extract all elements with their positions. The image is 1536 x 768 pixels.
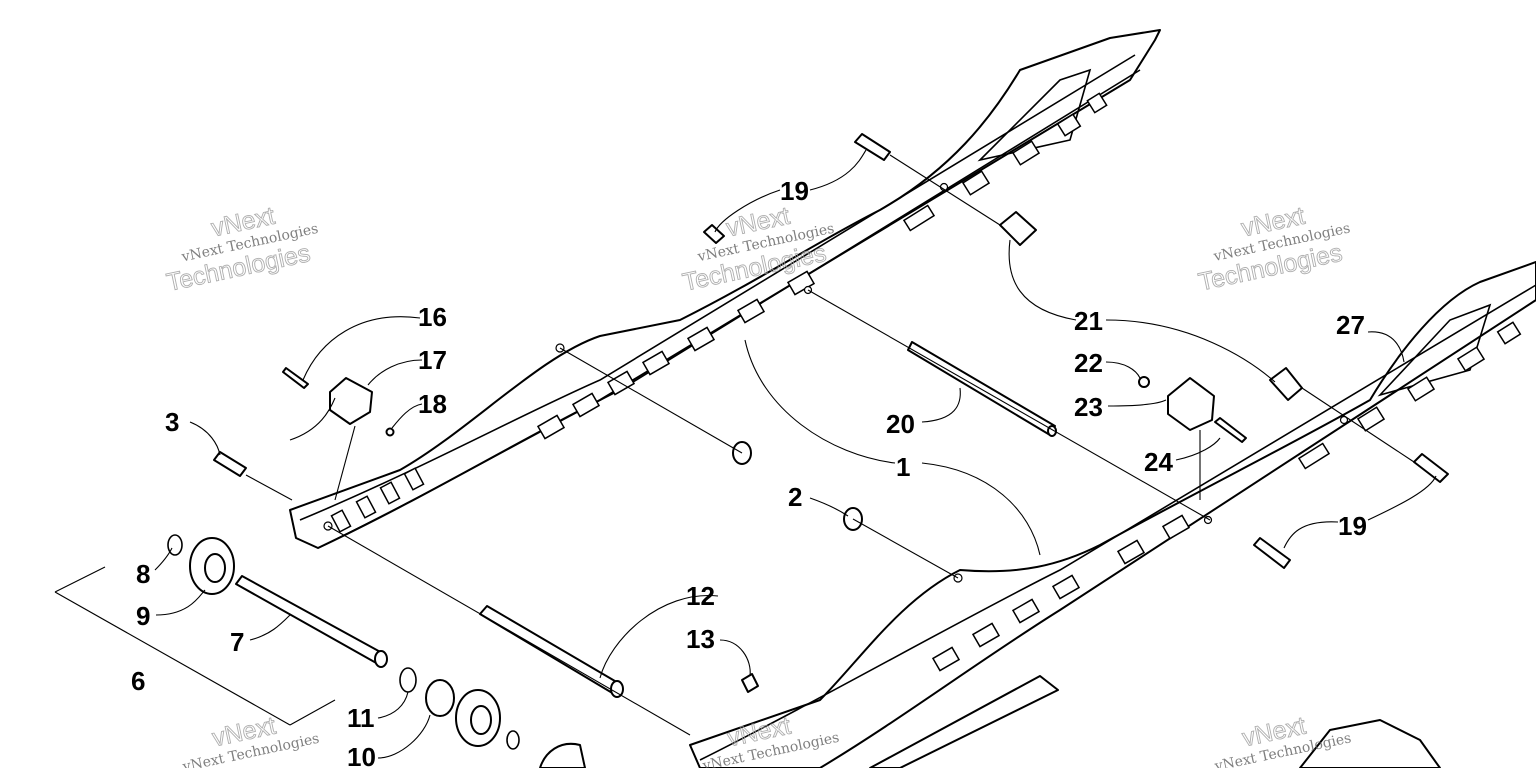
small-nuts — [385, 376, 1150, 693]
right-rail-slots — [931, 321, 1522, 672]
callout-19-right: 19 — [1338, 511, 1367, 541]
bearing-9 — [189, 537, 235, 595]
callout-6: 6 — [131, 666, 145, 696]
watermark-bottom-left: vNext vNext Technologies — [180, 711, 320, 768]
callout-3: 3 — [165, 407, 179, 437]
callout-10: 10 — [347, 742, 376, 768]
blocks-17-23 — [329, 377, 1215, 431]
callout-13: 13 — [686, 624, 715, 654]
track-corner — [1299, 719, 1441, 768]
callout-16: 16 — [418, 302, 447, 332]
callout-17: 17 — [418, 345, 447, 375]
left-slide-rail — [289, 29, 1161, 549]
callout-20: 20 — [886, 409, 915, 439]
callout-21: 21 — [1074, 306, 1103, 336]
cross-shaft-20 — [907, 341, 1057, 437]
callout-labels: 1 2 3 6 7 8 9 10 11 12 13 16 17 18 19 19… — [131, 176, 1367, 768]
callout-9: 9 — [136, 601, 150, 631]
left-rail-slots — [330, 92, 1108, 533]
watermark-top-right: vNext vNext Technologies Technologies — [1196, 201, 1352, 297]
callout-22: 22 — [1074, 348, 1103, 378]
callout-18: 18 — [418, 389, 447, 419]
watermark-top-left: vNext vNext Technologies Technologies — [164, 201, 320, 297]
bolts — [213, 133, 1449, 569]
watermark-top-center: vNext vNext Technologies Technologies — [680, 201, 836, 297]
bearing-10 — [425, 679, 501, 747]
callout-11: 11 — [347, 703, 375, 733]
idler-wheel-partial — [539, 742, 586, 768]
wear-strip — [869, 675, 1059, 768]
callout-2: 2 — [788, 482, 802, 512]
callout-23: 23 — [1074, 392, 1103, 422]
right-slide-rail — [689, 261, 1536, 768]
callout-24: 24 — [1144, 447, 1173, 477]
spacers-21 — [999, 211, 1303, 401]
callout-7: 7 — [230, 627, 244, 657]
callout-27: 27 — [1336, 310, 1365, 340]
callout-12: 12 — [686, 581, 715, 611]
callout-1: 1 — [896, 452, 910, 482]
leader-lines — [54, 149, 1437, 759]
rear-axle-7 — [235, 575, 388, 668]
callout-19-top: 19 — [780, 176, 809, 206]
callout-8: 8 — [136, 559, 150, 589]
